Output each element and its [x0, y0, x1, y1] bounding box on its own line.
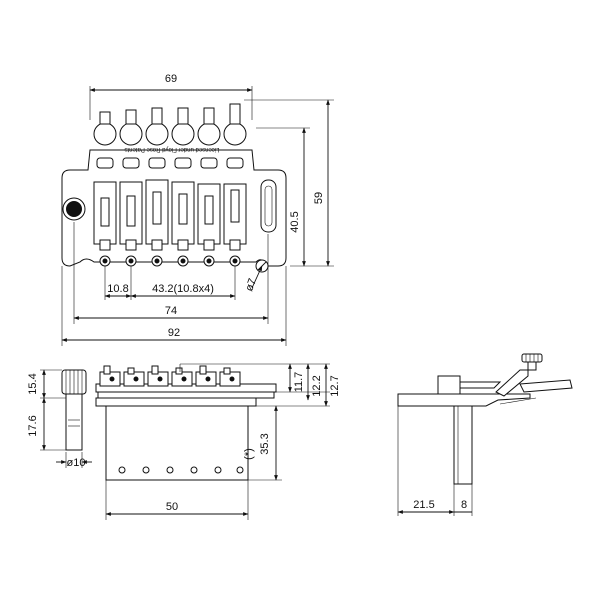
- fine-tuner-heads: [93, 103, 247, 146]
- side-tail: [519, 379, 573, 393]
- dim-overall-width: 69: [165, 73, 177, 85]
- dim-stud-diameter-front: ø10: [67, 457, 86, 469]
- dim-block-note: (*): [243, 448, 255, 460]
- dim-string-first: 10.8: [107, 283, 128, 295]
- dim-stud-bottom: 17.6: [27, 415, 39, 436]
- front-stud-body: [65, 393, 83, 451]
- dim-base-width: 92: [168, 327, 180, 339]
- right-slot-inner: [264, 185, 273, 227]
- dim-overall-height: 59: [313, 192, 325, 204]
- saddles: [93, 157, 247, 267]
- front-view: 15.4 17.6 ø10 11.7 12.2 12.7 35.3 (*): [27, 363, 341, 520]
- dim-saddle-height-a: 11.7: [293, 372, 305, 393]
- dim-string-spacing: 43.2(10.8x4): [152, 283, 214, 295]
- left-stud-insert: [66, 201, 82, 217]
- side-sustain-block: [453, 405, 473, 485]
- front-view-dimensions: 15.4 17.6 ø10 11.7 12.2 12.7 35.3 (*): [27, 363, 341, 520]
- front-saddles: [99, 363, 276, 387]
- dim-side-offset: 21.5: [413, 499, 434, 511]
- block-holes: [118, 466, 244, 474]
- dim-stud-diameter-top: ø7: [243, 277, 259, 293]
- right-slot: [260, 179, 277, 233]
- side-view: 21.5 8: [397, 353, 573, 516]
- dim-stud-top: 15.4: [27, 373, 39, 394]
- dim-stud-spacing: 74: [165, 305, 177, 317]
- dim-block-depth: 35.3: [259, 433, 271, 454]
- dim-mount-height: 40.5: [289, 211, 301, 232]
- side-saddle: [437, 375, 461, 395]
- side-fine-tuner-arm: [495, 369, 529, 397]
- top-view-dimensions: 69 59 40.5 10.8 43.2(10.8x4) 74 92: [61, 73, 334, 346]
- patent-text: Licensed under Floyd Rose Patents: [124, 146, 219, 152]
- dim-saddle-height-c: 12.7: [329, 375, 341, 396]
- sustain-block: [105, 405, 249, 481]
- side-fine-tuner-knob: [521, 353, 543, 363]
- dim-side-block-thickness: 8: [461, 499, 467, 511]
- dim-saddle-height-b: 12.2: [311, 375, 323, 396]
- side-base-plate: [397, 393, 531, 407]
- dim-block-width: 50: [166, 501, 178, 513]
- top-view: Licensed under Floyd Rose Patents 69 59 …: [61, 73, 334, 346]
- side-view-dimensions: 21.5 8: [397, 406, 473, 516]
